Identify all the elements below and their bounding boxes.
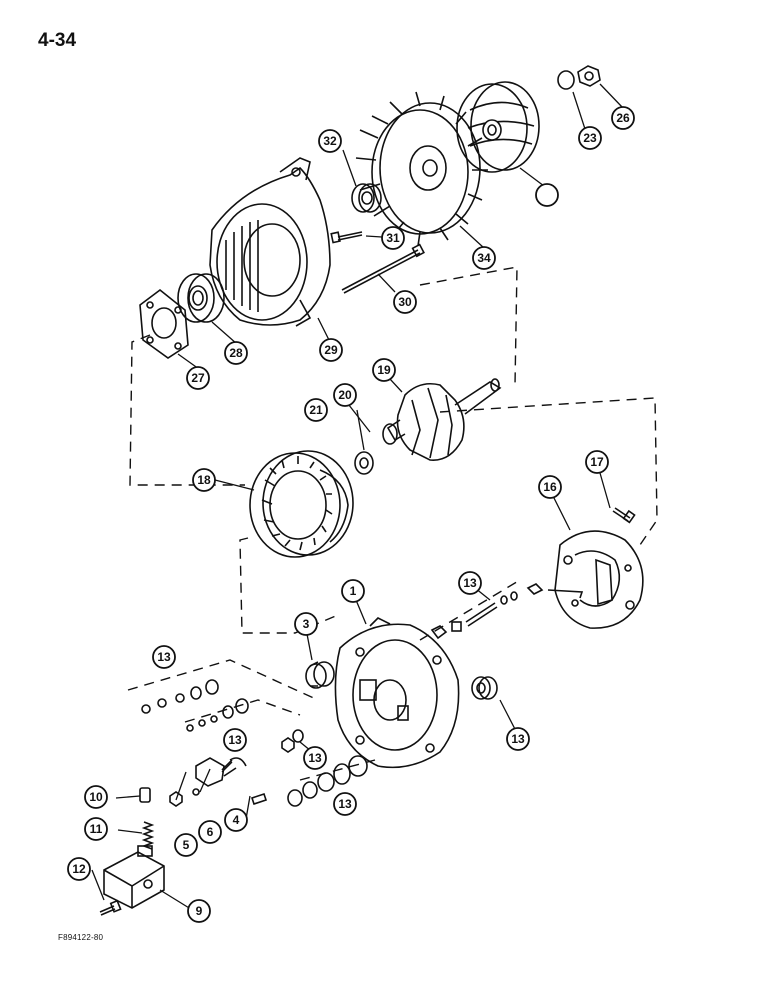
svg-text:13: 13 [228, 733, 242, 747]
svg-text:32: 32 [323, 134, 337, 148]
callout-21: 21 [304, 398, 328, 422]
washer-stack-upper [141, 679, 219, 714]
svg-text:26: 26 [616, 111, 630, 125]
callout-13-right: 13 [506, 727, 530, 751]
callout-28: 29 [319, 338, 343, 362]
svg-text:28: 28 [229, 346, 243, 360]
svg-text:10: 10 [89, 790, 103, 804]
callout-4: 4 [224, 808, 248, 832]
figure-code: F894122-80 [58, 933, 104, 942]
callout-29: 30 [393, 290, 417, 314]
brush-10 [139, 787, 151, 803]
rotor-19 [382, 378, 502, 461]
small-pin [250, 792, 268, 806]
through-bolt-29 [341, 243, 425, 294]
leader-lines [91, 83, 624, 912]
svg-text:4: 4 [233, 813, 240, 827]
callout-5: 5 [174, 833, 198, 857]
svg-text:13: 13 [463, 576, 477, 590]
callout-10: 10 [84, 785, 108, 809]
callouts: 32 31 30 29 28 27 34 23 26 19 20 21 18 1… [67, 106, 635, 923]
callout-11: 11 [84, 817, 108, 841]
svg-text:23: 23 [583, 131, 597, 145]
spacer-3 [305, 661, 335, 689]
svg-text:3: 3 [303, 617, 310, 631]
callout-30: 31 [381, 226, 405, 250]
fan-32 [355, 91, 488, 247]
screw-17 [612, 507, 636, 524]
callout-13-mid-left: 13 [223, 728, 247, 752]
svg-text:11: 11 [90, 822, 103, 836]
svg-text:16: 16 [543, 480, 557, 494]
slip-ring-end-frame-1 [334, 617, 460, 769]
washer-6 [192, 788, 200, 796]
callout-6: 6 [198, 820, 222, 844]
svg-text:29: 29 [324, 343, 338, 357]
bearing-21 [354, 451, 374, 475]
svg-text:5: 5 [183, 838, 190, 852]
callout-13-center: 13 [303, 746, 327, 770]
svg-text:6: 6 [207, 825, 214, 839]
svg-text:20: 20 [338, 388, 352, 402]
nuts-middle [281, 729, 304, 753]
spring-11 [141, 821, 155, 850]
washer-stack-bottom [287, 755, 368, 807]
callout-26: 27 [186, 366, 210, 390]
svg-text:13: 13 [511, 732, 525, 746]
slip-ring-end-housing-16 [547, 530, 644, 629]
brush-holder-9 [103, 845, 165, 909]
svg-text:31: 31 [386, 231, 400, 245]
terminal-hardware-right [430, 583, 544, 640]
screw-12 [99, 899, 122, 916]
svg-text:19: 19 [377, 363, 391, 377]
pulley-34 [456, 81, 540, 173]
callout-9: 9 [187, 899, 211, 923]
svg-text:13: 13 [157, 650, 171, 664]
svg-text:30: 30 [398, 295, 412, 309]
callout-1: 1 [341, 579, 365, 603]
bushing-right [471, 676, 498, 700]
screw-30 [330, 231, 363, 244]
washer-22 [557, 70, 575, 90]
callout-13-upper-left: 13 [152, 645, 176, 669]
bearing-27 [177, 273, 225, 323]
callout-16: 16 [538, 475, 562, 499]
callout-13-top-right: 13 [458, 571, 482, 595]
stator-18 [249, 450, 354, 558]
page-number: 4-34 [38, 30, 77, 51]
svg-text:13: 13 [338, 797, 352, 811]
callout-22: 23 [578, 126, 602, 150]
callout-27: 28 [224, 341, 248, 365]
callout-17: 17 [585, 450, 609, 474]
svg-text:18: 18 [197, 473, 211, 487]
callout-18: 18 [192, 468, 216, 492]
callout-31: 32 [318, 129, 342, 153]
callout-12: 12 [67, 857, 91, 881]
callout-34 [535, 183, 559, 207]
callout-13-bottom: 13 [333, 792, 357, 816]
assembly-dashed-lines [127, 266, 658, 781]
svg-text:1: 1 [350, 584, 357, 598]
nut-5 [169, 791, 183, 807]
callout-32: 34 [472, 246, 496, 270]
callout-19: 19 [372, 358, 396, 382]
svg-text:12: 12 [72, 862, 86, 876]
drive-end-frame-28 [209, 157, 331, 327]
washer-stack-lower [186, 698, 249, 732]
svg-text:27: 27 [191, 371, 205, 385]
callout-20: 20 [333, 383, 357, 407]
callout-3: 3 [294, 612, 318, 636]
plug-4 [195, 757, 247, 787]
svg-text:21: 21 [309, 403, 323, 417]
callout-23: 26 [611, 106, 635, 130]
svg-text:17: 17 [590, 455, 604, 469]
svg-text:34: 34 [477, 251, 491, 265]
retainer-plate-26 [139, 288, 189, 359]
bearing-31 [351, 183, 382, 213]
nut-23 [577, 65, 601, 87]
svg-text:9: 9 [196, 904, 203, 918]
svg-text:13: 13 [308, 751, 322, 765]
